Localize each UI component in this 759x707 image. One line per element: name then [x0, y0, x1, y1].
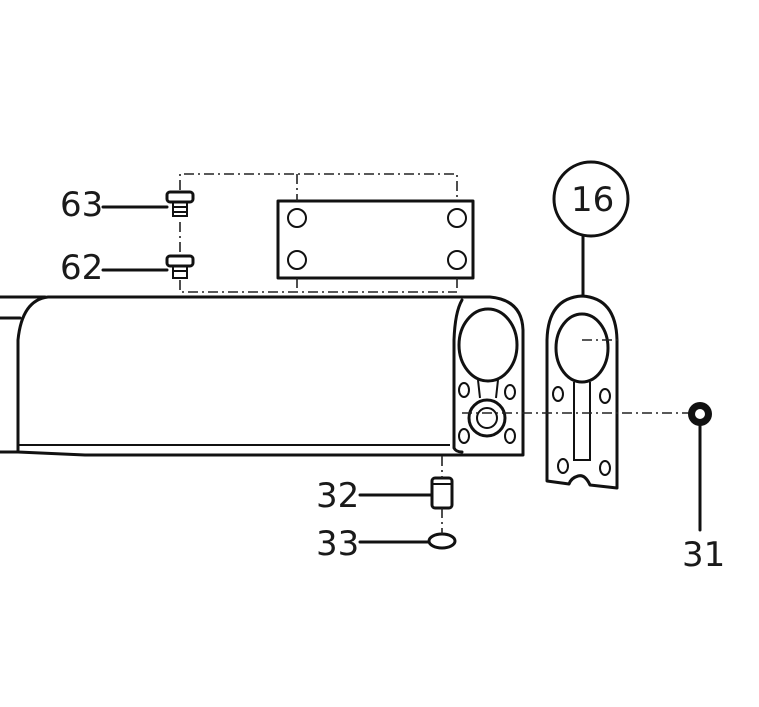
closer-body: [0, 295, 525, 457]
callout-31: 31: [682, 535, 725, 575]
cap-31: [688, 402, 712, 426]
callout-16: 16: [571, 180, 614, 220]
callout-circle-16: [552, 160, 630, 238]
sleeve-32: [430, 456, 454, 510]
callout-63: 63: [60, 185, 103, 225]
alignment-lines-plate: [179, 173, 458, 293]
screw-62: [165, 254, 195, 279]
o-ring-33: [427, 508, 457, 550]
callout-33: 33: [316, 524, 359, 564]
mounting-plate: [276, 199, 475, 280]
screw-63: [165, 190, 195, 217]
end-cover-16: [545, 294, 619, 490]
leader-lines: [101, 205, 702, 544]
callout-62: 62: [60, 248, 103, 288]
callout-32: 32: [316, 476, 359, 516]
